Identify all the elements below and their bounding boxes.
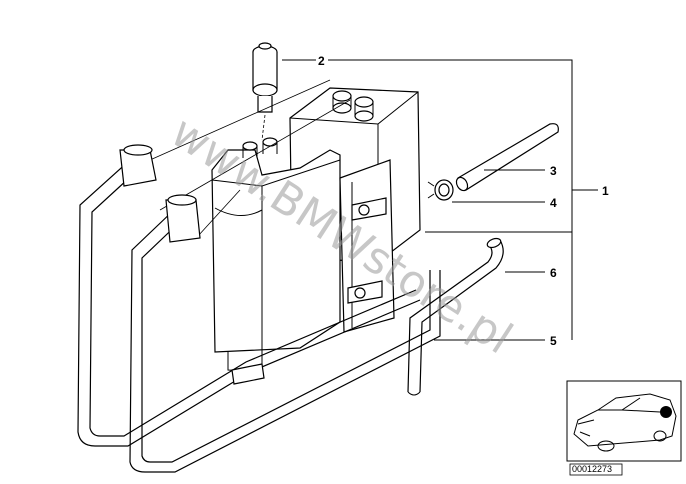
callouts: 2 1 3 4 6 5 <box>318 54 609 348</box>
hose-piece <box>455 123 559 192</box>
hose-clamp <box>427 179 454 201</box>
hose-right <box>407 237 504 396</box>
callout-2: 2 <box>318 54 325 68</box>
assembly-guides <box>149 79 351 237</box>
hose-lines <box>77 144 441 473</box>
car-thumbnail[interactable]: 00012273 <box>566 380 682 476</box>
valve-part <box>252 42 278 113</box>
car-icon <box>573 393 677 452</box>
callout-leaders <box>282 59 598 341</box>
callout-5: 5 <box>550 334 557 348</box>
callout-6: 6 <box>550 266 557 280</box>
callout-1: 1 <box>602 184 609 198</box>
charcoal-canister <box>211 87 421 373</box>
reference-number: 00012273 <box>572 464 612 474</box>
callout-4: 4 <box>550 196 557 210</box>
callout-3: 3 <box>550 164 557 178</box>
